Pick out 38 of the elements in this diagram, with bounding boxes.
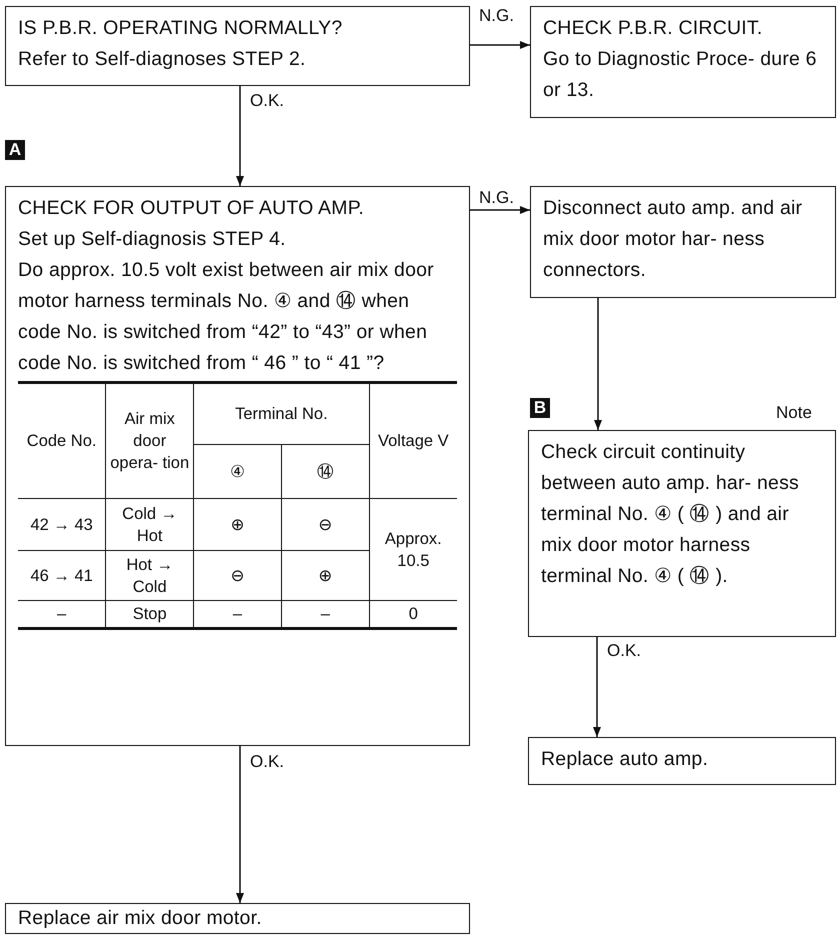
step-heading: IS P.B.R. OPERATING NORMALLY? [18,16,344,41]
step-text: Refer to Self-diagnoses STEP 2. [18,47,307,72]
table-cell: ⊖ [194,550,282,600]
table-cell: ④ [194,444,282,498]
step-text: Replace air mix door motor. [18,906,263,931]
step-heading: CHECK FOR OUTPUT OF AUTO AMP. [18,196,366,221]
section-marker: B [530,398,550,418]
table-cell: ⊖ [281,498,370,550]
process-box [528,737,836,785]
step-text: Do approx. 10.5 volt exist between air mix door motor harness terminals No. ④ and ⑭ when code No. is switched from “42” to “43” or when code No. is switched from “ 46 ” to “ 41 ”? [18,258,435,376]
process-box [5,903,470,934]
process-box [530,186,836,298]
process-box [528,430,836,637]
table-cell: ⊕ [194,498,282,550]
table-cell: Terminal No. [194,382,370,444]
section-marker: A [5,140,25,160]
step-text: Go to Diagnostic Proce- dure 6 or 13. [543,47,818,103]
arrow [236,746,244,903]
table-cell: Code No. [18,382,106,498]
process-box [530,6,836,118]
process-box [5,6,470,86]
step-text: Check circuit continuity between auto amp. har- ness terminal No. ④ ( ⑭ ) and air mix door motor harness terminal No. ④ ( ⑭ ). [541,440,800,589]
table-cell: Hot → Cold [106,550,194,600]
note-label: Note [776,403,812,423]
arrow [593,637,601,737]
table-cell: Air mix door opera- tion [106,382,194,498]
step-text: Replace auto amp. [541,747,710,772]
table-cell: Cold → Hot [106,498,194,550]
step-text: Set up Self-diagnosis STEP 4. [18,227,287,252]
step-heading: CHECK P.B.R. CIRCUIT. [543,16,764,41]
arrow [470,206,530,214]
arrow [470,41,530,49]
step-panel [5,186,470,746]
arrow [236,86,244,186]
table-cell: 46 → 41 [18,550,106,600]
arrow [594,298,602,430]
table-cell: 42 → 43 [18,498,106,550]
step-text: Disconnect auto amp. and air mix door motor har- ness connectors. [543,196,804,283]
